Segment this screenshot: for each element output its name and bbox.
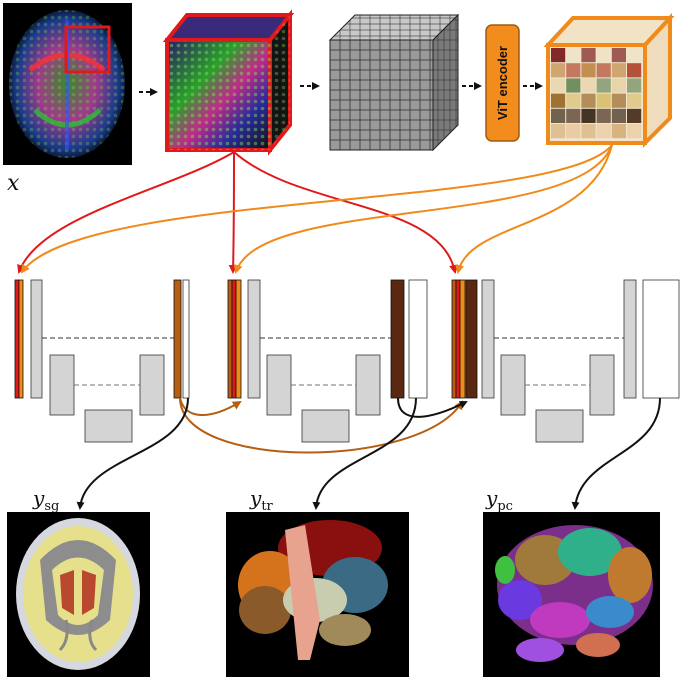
feature-skip-connections <box>20 144 613 274</box>
unet-parcellation <box>451 279 680 443</box>
feature-tile <box>581 48 596 63</box>
input-image <box>3 3 132 165</box>
feature-tile <box>596 63 611 78</box>
feature-tile <box>611 63 626 78</box>
feature-tile <box>566 78 581 93</box>
output-image-sg <box>7 512 150 677</box>
patch-skip-connections <box>17 151 458 274</box>
label-ysg: ysg <box>32 486 59 514</box>
output-image-pc <box>483 512 660 677</box>
feature-tile <box>581 124 596 139</box>
feature-tile <box>581 108 596 123</box>
feature-tile <box>566 93 581 108</box>
feature-tile <box>566 63 581 78</box>
feature-tile <box>596 78 611 93</box>
feature-tile <box>566 124 581 139</box>
feature-tile <box>627 48 642 63</box>
feature-tile <box>611 48 626 63</box>
cascade-connections <box>179 397 468 454</box>
feature-tile <box>627 78 642 93</box>
feature-tile <box>627 93 642 108</box>
feature-tile <box>627 63 642 78</box>
grid-cube <box>328 13 460 152</box>
output-arrows <box>76 397 661 510</box>
unet-subcortical <box>14 279 190 443</box>
feature-tile <box>596 108 611 123</box>
label-ypc: ypc <box>485 486 513 514</box>
input-label: x <box>7 171 20 196</box>
feature-tile <box>627 124 642 139</box>
feature-tile <box>611 124 626 139</box>
feature-tile <box>566 48 581 63</box>
feature-tile <box>581 78 596 93</box>
feature-tile <box>596 93 611 108</box>
feature-tile <box>611 108 626 123</box>
feature-tile <box>551 63 566 78</box>
feature-tile <box>596 48 611 63</box>
feature-tile <box>596 124 611 139</box>
feature-tile <box>551 78 566 93</box>
vit-encoder-block: ViT encoder <box>485 24 520 142</box>
label-ytr: ytr <box>249 486 274 514</box>
feature-tile <box>611 93 626 108</box>
feature-tile <box>551 124 566 139</box>
patch-cube <box>162 9 295 156</box>
unet-tract <box>227 279 428 443</box>
output-image-tr <box>226 512 409 677</box>
feature-cube <box>543 12 675 148</box>
encoder-label: ViT encoder <box>495 46 510 120</box>
feature-tile <box>581 63 596 78</box>
feature-tile <box>551 93 566 108</box>
feature-tile <box>551 108 566 123</box>
feature-tile <box>581 93 596 108</box>
feature-tile <box>551 48 566 63</box>
feature-tile <box>627 108 642 123</box>
feature-tile <box>611 78 626 93</box>
feature-tile <box>566 108 581 123</box>
